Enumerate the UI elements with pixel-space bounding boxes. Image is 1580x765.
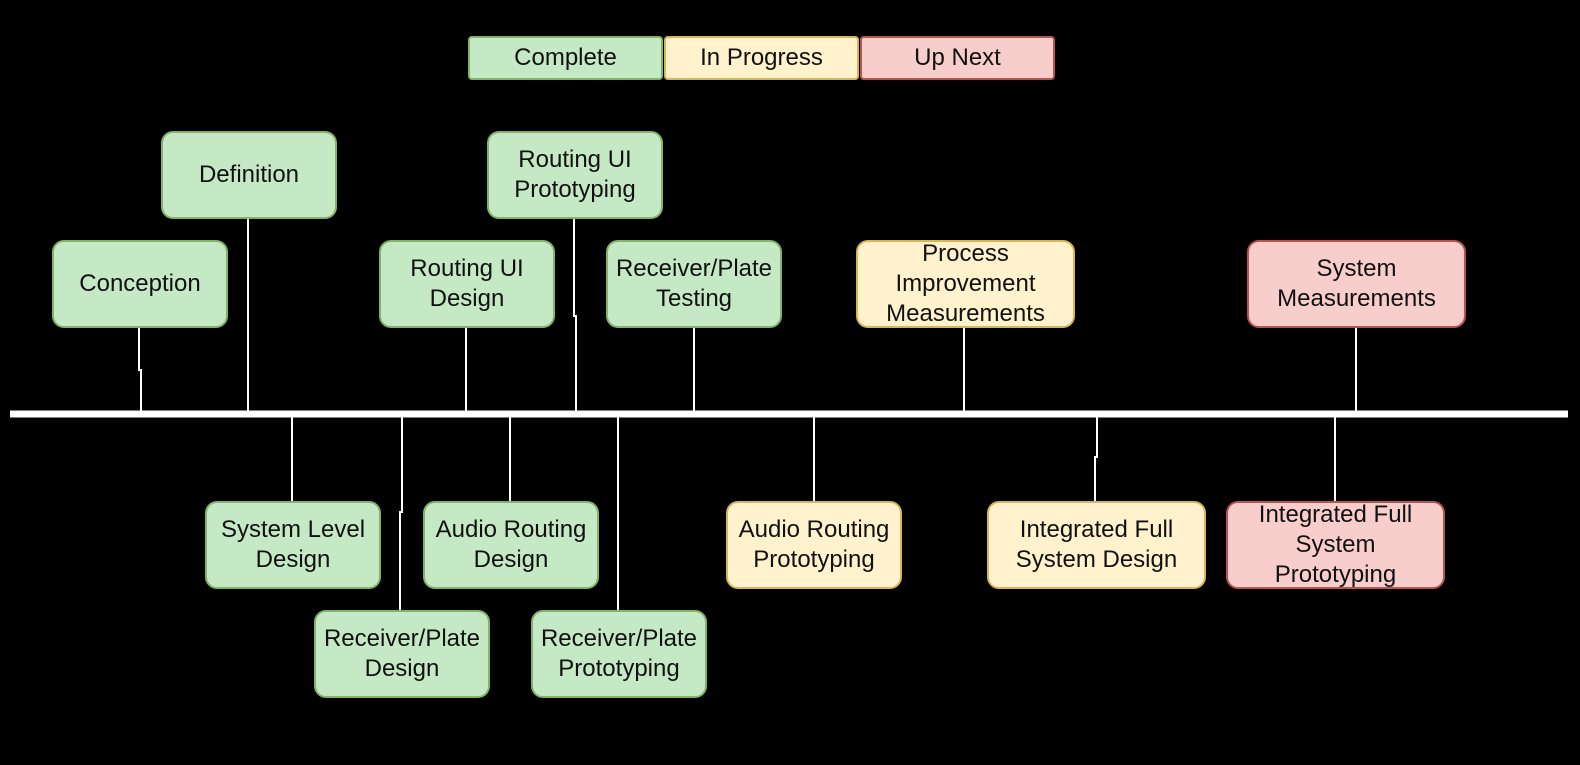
milestone-conception: Conception xyxy=(52,240,228,328)
connector-conception xyxy=(138,327,142,414)
connector-integrated-full-system-design xyxy=(1094,414,1098,501)
connector-receiver-plate-design xyxy=(399,414,403,610)
milestone-receiver-plate-prototyping: Receiver/Plate Prototyping xyxy=(531,610,707,698)
legend-complete: Complete xyxy=(468,36,663,80)
milestone-routing-ui-prototyping: Routing UI Prototyping xyxy=(487,131,663,219)
milestone-definition: Definition xyxy=(161,131,337,219)
milestone-process-improvement-measurements: Process Improvement Measurements xyxy=(856,240,1075,328)
legend-up-next: Up Next xyxy=(860,36,1055,80)
milestone-receiver-plate-design: Receiver/Plate Design xyxy=(314,610,490,698)
milestone-routing-ui-design: Routing UI Design xyxy=(379,240,555,328)
milestone-system-measurements: System Measurements xyxy=(1247,240,1466,328)
milestone-integrated-full-system-design: Integrated Full System Design xyxy=(987,501,1206,589)
milestone-receiver-plate-testing: Receiver/Plate Testing xyxy=(606,240,782,328)
milestone-system-level-design: System Level Design xyxy=(205,501,381,589)
milestone-audio-routing-design: Audio Routing Design xyxy=(423,501,599,589)
milestone-integrated-full-system-prototyping: Integrated Full System Prototyping xyxy=(1226,501,1445,589)
legend-in-progress: In Progress xyxy=(664,36,859,80)
connector-routing-ui-prototyping xyxy=(573,218,577,414)
milestone-audio-routing-prototyping: Audio Routing Prototyping xyxy=(726,501,902,589)
